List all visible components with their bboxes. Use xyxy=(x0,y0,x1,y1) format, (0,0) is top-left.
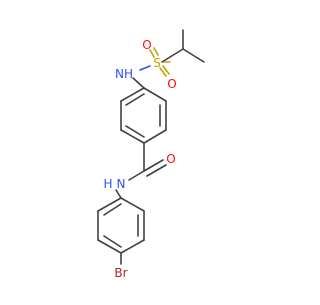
atom-labels: NH S O O O N H Br xyxy=(103,38,176,280)
bond-ring1-double-2 xyxy=(125,125,145,138)
bond-s-o-left-a xyxy=(149,49,155,58)
bonds xyxy=(97,29,205,265)
bromine-label: Br xyxy=(114,266,127,280)
bond-ring2-double-3 xyxy=(103,203,122,216)
bond-n-s xyxy=(139,65,151,71)
sulfur-label: S xyxy=(153,56,161,70)
bond-ring2-double-2 xyxy=(103,235,122,248)
bond-isopropyl-1 xyxy=(161,48,184,63)
bond-ring1-a xyxy=(143,87,167,102)
bond-ring1-f xyxy=(120,87,145,102)
carbonyl-oxygen-label: O xyxy=(166,152,175,166)
bond-n-ring2 xyxy=(115,189,122,199)
bond-ring2-c xyxy=(120,239,145,254)
bond-ring1-double-3 xyxy=(125,93,145,106)
molecule-diagram: NH S O O O N H Br xyxy=(97,29,205,280)
bond-ring2-a xyxy=(120,197,145,212)
bond-c-o-2 xyxy=(146,164,167,177)
bond-s-o-right-b xyxy=(162,65,170,75)
bond-c-n xyxy=(128,170,145,181)
bond-ring1-d xyxy=(120,129,145,144)
sulfonyl-oxygen-right-label: O xyxy=(167,77,176,91)
sulfonamide-nh-label: NH xyxy=(115,67,133,81)
bond-c-o-1 xyxy=(143,159,164,172)
bond-s-o-right-a xyxy=(159,67,167,77)
bond-ring2-f xyxy=(97,197,122,212)
amide-nitrogen-label: N xyxy=(117,177,126,191)
bond-isopropyl-methyl-right xyxy=(182,48,205,63)
heteroatom-bonds xyxy=(139,47,171,77)
amide-hydrogen-label: H xyxy=(103,177,112,191)
bond-ring1-c xyxy=(143,129,167,144)
structure-svg: NH S O O O N H Br xyxy=(97,29,205,280)
bond-ring2-d xyxy=(97,239,122,254)
sulfonyl-oxygen-left-label: O xyxy=(142,38,151,52)
bond-n-ring xyxy=(132,77,145,89)
bond-s-o-left-b xyxy=(153,47,159,56)
